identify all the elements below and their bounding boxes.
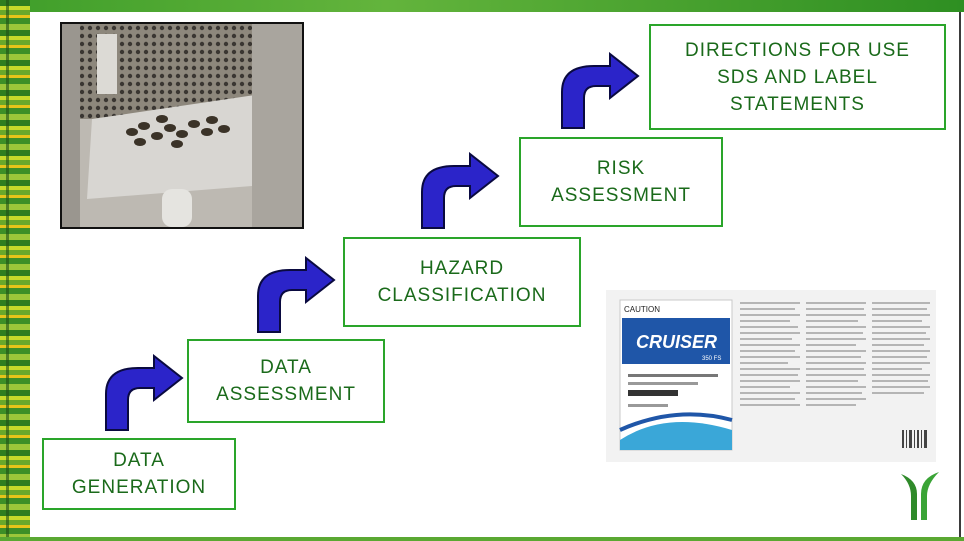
step-hazard-classification: HAZARD CLASSIFICATION — [343, 237, 581, 327]
step-1-line1: DATA — [113, 450, 165, 471]
step-data-assessment: DATA ASSESSMENT — [187, 339, 385, 423]
step-directions-for-use: DIRECTIONS FOR USE SDS AND LABEL STATEME… — [649, 24, 946, 130]
step-4-line2: ASSESSMENT — [551, 185, 691, 206]
bee-test-cage-photo — [60, 22, 304, 229]
step-5-line3: STATEMENTS — [730, 93, 865, 115]
step-1-line2: GENERATION — [71, 477, 207, 498]
step-risk-assessment: RISK ASSESSMENT — [519, 137, 723, 227]
curved-arrow-icon — [421, 152, 500, 229]
label-caution-text: CAUTION — [624, 305, 660, 314]
step-3-line2: CLASSIFICATION — [377, 285, 547, 306]
bottom-accent-bar — [0, 537, 964, 541]
top-accent-bar — [0, 0, 964, 12]
plant-logo-icon — [901, 472, 939, 520]
step-2-line1: DATA — [260, 357, 312, 378]
left-decorative-bar — [0, 0, 30, 541]
right-border-line — [959, 12, 961, 537]
step-3-line1: HAZARD — [419, 258, 505, 279]
label-brand-text: CRUISER — [636, 332, 717, 352]
step-data-generation: DATA GENERATION — [42, 438, 236, 510]
curved-arrow-icon — [561, 52, 640, 129]
step-2-line2: ASSESSMENT — [216, 384, 356, 405]
product-label-image: CAUTION CRUISER 350 FS — [606, 290, 936, 462]
step-4-line1: RISK — [596, 158, 646, 179]
step-5-line2: SDS AND LABEL — [717, 66, 878, 88]
step-5-line1: DIRECTIONS FOR USE — [685, 39, 910, 61]
label-variant-text: 350 FS — [702, 356, 721, 362]
curved-arrow-icon — [105, 354, 184, 431]
curved-arrow-icon — [257, 256, 336, 333]
